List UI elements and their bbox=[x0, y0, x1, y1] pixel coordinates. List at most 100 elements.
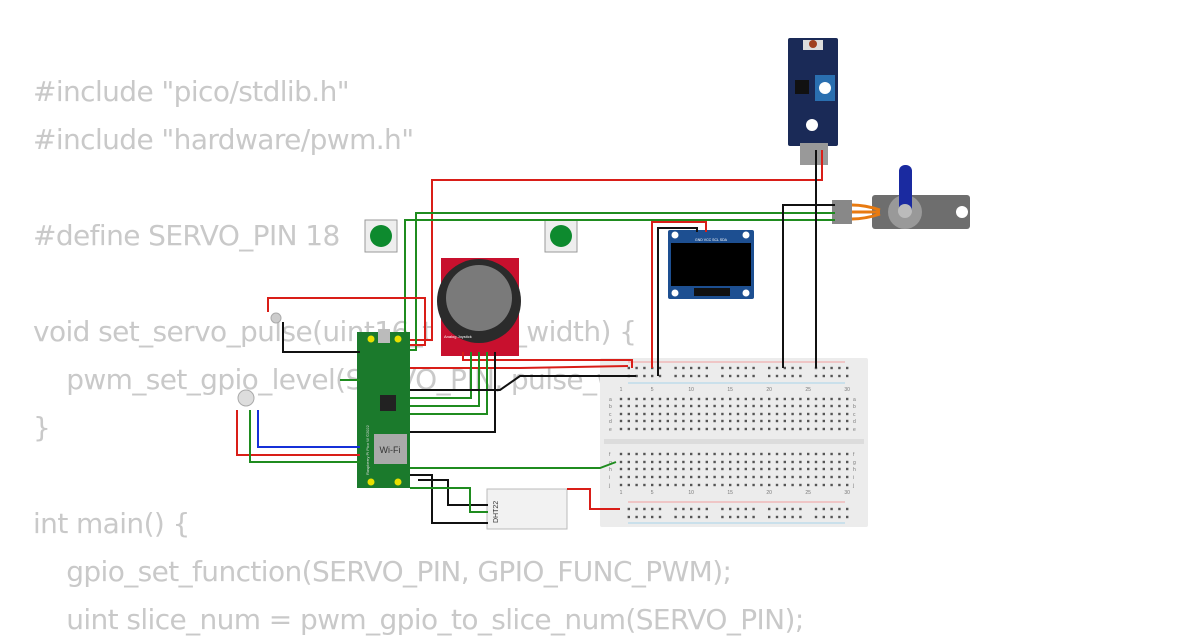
breadboard-hole[interactable] bbox=[838, 483, 841, 487]
rail-hole[interactable] bbox=[729, 515, 732, 519]
breadboard-hole[interactable] bbox=[705, 452, 708, 456]
breadboard-hole[interactable] bbox=[736, 475, 740, 479]
rail-hole[interactable] bbox=[705, 374, 708, 378]
rail-hole[interactable] bbox=[674, 366, 677, 370]
breadboard-hole[interactable] bbox=[635, 483, 638, 487]
breadboard-hole[interactable] bbox=[713, 412, 716, 416]
breadboard-hole[interactable] bbox=[682, 483, 685, 487]
breadboard-hole[interactable] bbox=[830, 460, 833, 464]
breadboard-hole[interactable] bbox=[651, 397, 654, 401]
rail-hole[interactable] bbox=[627, 366, 630, 370]
breadboard-hole[interactable] bbox=[830, 412, 833, 416]
breadboard-hole[interactable] bbox=[783, 483, 786, 487]
breadboard-hole[interactable] bbox=[666, 397, 669, 401]
wire[interactable] bbox=[410, 352, 488, 415]
rail-hole[interactable] bbox=[752, 366, 755, 370]
breadboard-hole[interactable] bbox=[752, 460, 755, 464]
breadboard-hole[interactable] bbox=[783, 460, 786, 464]
breadboard-hole[interactable] bbox=[799, 427, 802, 431]
breadboard-hole[interactable] bbox=[814, 452, 818, 456]
breadboard-hole[interactable] bbox=[830, 404, 833, 408]
servo-motor[interactable] bbox=[832, 165, 970, 229]
breadboard-hole[interactable] bbox=[744, 460, 747, 464]
breadboard-hole[interactable] bbox=[713, 397, 716, 401]
breadboard-hole[interactable] bbox=[791, 460, 794, 464]
breadboard-hole[interactable] bbox=[799, 397, 802, 401]
breadboard-hole[interactable] bbox=[713, 404, 716, 408]
wire[interactable] bbox=[462, 352, 633, 368]
breadboard-hole[interactable] bbox=[619, 483, 623, 487]
wire[interactable] bbox=[404, 219, 835, 332]
breadboard-hole[interactable] bbox=[627, 419, 630, 423]
breadboard-hole[interactable] bbox=[830, 467, 833, 471]
rail-hole[interactable] bbox=[736, 366, 740, 370]
breadboard-hole[interactable] bbox=[807, 427, 810, 431]
rail-hole[interactable] bbox=[799, 374, 802, 378]
breadboard-hole[interactable] bbox=[838, 427, 841, 431]
breadboard-hole[interactable] bbox=[822, 483, 825, 487]
breadboard-hole[interactable] bbox=[697, 404, 701, 408]
breadboard-hole[interactable] bbox=[783, 475, 786, 479]
breadboard-hole[interactable] bbox=[783, 467, 786, 471]
breadboard-hole[interactable] bbox=[729, 412, 732, 416]
breadboard-hole[interactable] bbox=[752, 419, 755, 423]
breadboard-hole[interactable] bbox=[768, 412, 771, 416]
breadboard-hole[interactable] bbox=[697, 475, 701, 479]
rail-hole[interactable] bbox=[658, 515, 662, 519]
breadboard-hole[interactable] bbox=[682, 412, 685, 416]
breadboard-hole[interactable] bbox=[674, 419, 677, 423]
breadboard-hole[interactable] bbox=[721, 419, 724, 423]
breadboard-hole[interactable] bbox=[736, 483, 740, 487]
breadboard-hole[interactable] bbox=[619, 397, 623, 401]
breadboard-hole[interactable] bbox=[721, 427, 724, 431]
breadboard-hole[interactable] bbox=[775, 419, 779, 423]
breadboard-hole[interactable] bbox=[791, 483, 794, 487]
breadboard-hole[interactable] bbox=[744, 397, 747, 401]
breadboard-hole[interactable] bbox=[822, 397, 825, 401]
rail-hole[interactable] bbox=[682, 366, 685, 370]
breadboard-hole[interactable] bbox=[666, 483, 669, 487]
wire[interactable] bbox=[782, 204, 835, 368]
breadboard-hole[interactable] bbox=[783, 427, 786, 431]
photoresistor[interactable] bbox=[270, 312, 282, 324]
wire[interactable] bbox=[282, 322, 360, 353]
breadboard-hole[interactable] bbox=[705, 397, 708, 401]
breadboard-hole[interactable] bbox=[838, 412, 841, 416]
rail-hole[interactable] bbox=[830, 507, 833, 511]
breadboard-hole[interactable] bbox=[752, 483, 755, 487]
rail-hole[interactable] bbox=[705, 507, 708, 511]
breadboard-hole[interactable] bbox=[666, 419, 669, 423]
raspberry-pi-pico-w[interactable]: Wi-Fi Raspberry Pi Pico W ©2022 bbox=[357, 329, 410, 488]
breadboard-hole[interactable] bbox=[713, 460, 716, 464]
breadboard-hole[interactable] bbox=[799, 404, 802, 408]
breadboard-hole[interactable] bbox=[627, 467, 630, 471]
breadboard-hole[interactable] bbox=[814, 475, 818, 479]
wire[interactable] bbox=[257, 410, 360, 448]
breadboard-hole[interactable] bbox=[635, 412, 638, 416]
rail-hole[interactable] bbox=[651, 515, 654, 519]
breadboard-hole[interactable] bbox=[768, 483, 771, 487]
rail-hole[interactable] bbox=[635, 366, 638, 370]
breadboard-hole[interactable] bbox=[658, 452, 662, 456]
breadboard-hole[interactable] bbox=[838, 460, 841, 464]
breadboard-hole[interactable] bbox=[736, 419, 740, 423]
breadboard-hole[interactable] bbox=[643, 467, 646, 471]
breadboard-hole[interactable] bbox=[627, 397, 630, 401]
breadboard-hole[interactable] bbox=[705, 419, 708, 423]
breadboard-hole[interactable] bbox=[822, 452, 825, 456]
breadboard-hole[interactable] bbox=[729, 452, 732, 456]
breadboard-hole[interactable] bbox=[814, 404, 818, 408]
rail-hole[interactable] bbox=[783, 507, 786, 511]
breadboard-hole[interactable] bbox=[729, 397, 732, 401]
wire[interactable] bbox=[418, 479, 488, 506]
breadboard-hole[interactable] bbox=[721, 404, 724, 408]
breadboard-hole[interactable] bbox=[830, 475, 833, 479]
breadboard-hole[interactable] bbox=[697, 419, 701, 423]
breadboard-hole[interactable] bbox=[775, 397, 779, 401]
breadboard-hole[interactable] bbox=[666, 412, 669, 416]
breadboard-hole[interactable] bbox=[807, 404, 810, 408]
rail-hole[interactable] bbox=[822, 515, 825, 519]
breadboard-hole[interactable] bbox=[791, 412, 794, 416]
rail-hole[interactable] bbox=[814, 374, 818, 378]
rail-hole[interactable] bbox=[783, 515, 786, 519]
